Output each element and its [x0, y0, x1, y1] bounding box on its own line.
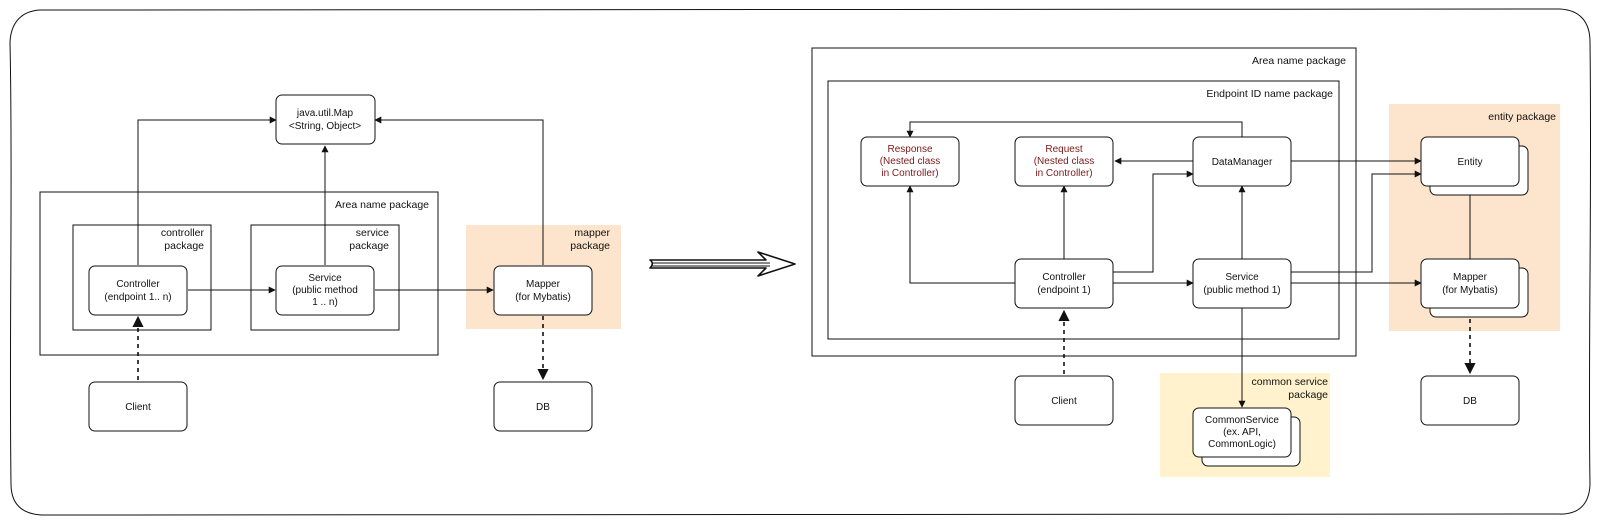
svg-text:Client: Client	[1051, 396, 1077, 407]
left-mapper-node: Mapper (for Mybatis)	[493, 265, 593, 316]
left-map-node: java.util.Map <String, Object>	[275, 94, 376, 145]
svg-text:CommonService(ex. API,CommonLo: CommonService(ex. API,CommonLogic)	[1205, 415, 1279, 450]
label-line: 1 .. n)	[312, 297, 338, 308]
label-line: (Nested class	[1034, 156, 1095, 167]
edge-service-to-entity	[1291, 170, 1422, 273]
datamanager-node: DataManager	[1192, 136, 1292, 187]
label-line: (Nested class	[880, 156, 941, 167]
label-line: Client	[125, 402, 151, 413]
label-line: <String, Object>	[289, 121, 361, 132]
label-line: Service	[1225, 272, 1259, 283]
svg-text:Service(public method 1): Service (public method 1)	[1203, 272, 1280, 296]
left-controller-package	[72, 224, 212, 331]
entity-package-label: entity package	[1488, 111, 1556, 123]
outer-frame	[9, 8, 1592, 516]
label-line: (for Mybatis)	[515, 292, 571, 303]
right-mapper-node: Mapper (for Mybatis)	[1420, 258, 1529, 318]
left-area-label: Area name package	[335, 199, 429, 211]
svg-text:Mapper(for Mybatis): Mapper (for Mybatis)	[515, 279, 571, 303]
label-line: Mapper	[526, 279, 561, 290]
endpoint-package	[827, 80, 1340, 340]
right-area-package	[811, 47, 1357, 357]
svg-text:Client: Client	[125, 402, 151, 413]
edge-datamanager-to-response	[906, 121, 1243, 138]
label-line: mapper	[574, 227, 610, 239]
label-line: Controller	[1042, 272, 1086, 283]
edge-controller-to-datamanager	[1113, 170, 1194, 273]
label-line: DataManager	[1212, 157, 1273, 168]
label-line: service	[356, 227, 389, 239]
right-db-node: DB	[1420, 375, 1520, 426]
label-line: DB	[1463, 396, 1477, 407]
label-line: Controller	[116, 279, 160, 290]
label-line: Client	[1051, 396, 1077, 407]
right-client-node: Client	[1014, 375, 1114, 426]
label-line: (endpoint 1.. n)	[104, 292, 171, 303]
label-line: DB	[536, 402, 550, 413]
label-line: Entity	[1457, 157, 1482, 168]
left-controller-node: Controller (endpoint 1.. n)	[88, 265, 188, 316]
right-area-label: Area name package	[1252, 55, 1346, 67]
label-line: java.util.Map	[296, 108, 354, 119]
edge-mapper-to-map	[374, 116, 544, 265]
svg-text:Mapper(for Mybatis): Mapper (for Mybatis)	[1442, 272, 1498, 296]
label-line: (public method	[292, 285, 358, 296]
label-line: CommonLogic)	[1208, 439, 1276, 450]
transition-arrow	[649, 251, 796, 277]
right-diagram: Area name package Endpoint ID name packa…	[811, 47, 1560, 477]
label-line: controller	[161, 227, 205, 239]
label-line: (public method 1)	[1203, 285, 1280, 296]
svg-text:Entity: Entity	[1457, 157, 1482, 168]
label-line: package	[570, 240, 610, 252]
label-line: (ex. API,	[1223, 427, 1261, 438]
svg-text:DB: DB	[1463, 396, 1477, 407]
left-db-node: DB	[493, 381, 593, 432]
label-line: Mapper	[1453, 272, 1488, 283]
edge-controller-to-map	[137, 116, 277, 265]
svg-text:java.util.Map<String, Object>: java.util.Map <String, Object>	[289, 108, 361, 132]
svg-text:DataManager: DataManager	[1212, 157, 1273, 168]
label-line: in Controller)	[881, 168, 938, 179]
commonservice-node: CommonService(ex. API,CommonLogic)	[1192, 407, 1301, 467]
label-line: CommonService	[1205, 415, 1279, 426]
entity-node: Entity	[1420, 136, 1529, 196]
svg-text:Controller(endpoint 1.. n): Controller (endpoint 1.. n)	[104, 279, 171, 303]
svg-text:Controller(endpoint 1): Controller (endpoint 1)	[1037, 272, 1090, 296]
label-line: Request	[1045, 144, 1082, 155]
label-line: package	[164, 240, 204, 252]
label-line: (for Mybatis)	[1442, 285, 1498, 296]
endpoint-package-label: Endpoint ID name package	[1206, 88, 1333, 100]
label-line: (endpoint 1)	[1037, 285, 1090, 296]
left-client-node: Client	[88, 381, 188, 432]
label-line: package	[349, 240, 389, 252]
svg-text:DB: DB	[536, 402, 550, 413]
label-line: package	[1288, 389, 1328, 401]
label-line: common service	[1252, 376, 1329, 388]
label-line: in Controller)	[1035, 168, 1092, 179]
right-controller-node: Controller (endpoint 1)	[1014, 258, 1114, 309]
left-area-package	[39, 191, 439, 356]
edge-controller-to-response	[906, 185, 1015, 284]
right-service-node: Service (public method 1)	[1192, 258, 1292, 309]
label-line: Response	[887, 144, 932, 155]
label-line: Service	[308, 273, 342, 284]
